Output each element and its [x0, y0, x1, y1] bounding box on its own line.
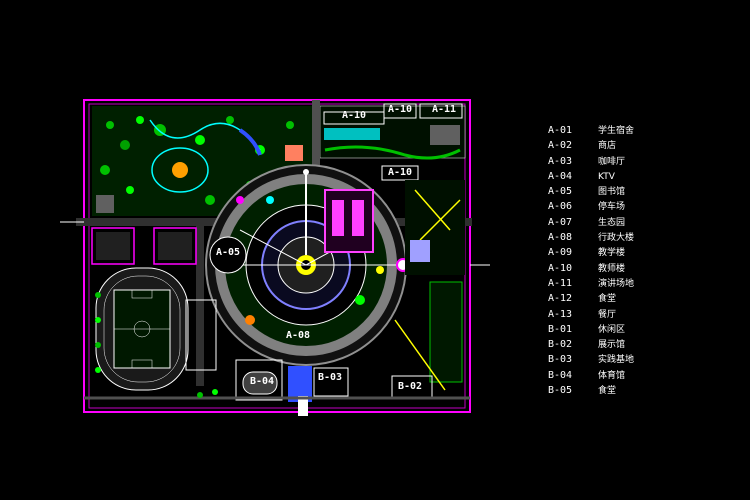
sports-field [95, 267, 189, 391]
legend-name: 实践基地 [598, 355, 635, 366]
legend-row: B-04 体育馆 [540, 369, 740, 384]
legend-code: A-04 [548, 170, 573, 182]
label-b02: B-02 [398, 381, 423, 392]
legend-row: A-08 行政大楼 [540, 231, 740, 246]
legend-name: 教师楼 [598, 263, 626, 274]
legend-row: A-11 演讲场地 [540, 277, 740, 292]
legend-name: 展示馆 [598, 340, 626, 351]
legend: A-01 学生宿舍 A-02 商店 A-03 咖啡厅 A-04 KTV A-05 图书馆 A-06 停… [540, 124, 740, 399]
legend-row: A-12 食堂 [540, 292, 740, 307]
sports-courts [91, 227, 217, 371]
legend-name: 商店 [598, 141, 617, 152]
legend-code: A-02 [548, 140, 573, 152]
legend-row: A-05 图书馆 [540, 185, 740, 200]
legend-name: KTV [598, 171, 615, 182]
legend-row: A-10 教师楼 [540, 262, 740, 277]
legend-row: A-01 学生宿舍 [540, 124, 740, 139]
library-building [209, 236, 247, 274]
legend-row: A-07 生态园 [540, 216, 740, 231]
legend-row: B-05 食堂 [540, 384, 740, 399]
label-a05: A-05 [216, 247, 241, 258]
legend-code: B-01 [548, 323, 573, 335]
legend-row: A-13 餐厅 [540, 308, 740, 323]
legend-name: 教学楼 [598, 248, 626, 259]
legend-name: 休闲区 [598, 324, 626, 335]
legend-name: 行政大楼 [598, 233, 635, 244]
legend-row: B-03 实践基地 [540, 353, 740, 368]
legend-code: B-02 [548, 339, 573, 351]
legend-name: 生态园 [598, 217, 626, 228]
legend-code: B-05 [548, 385, 573, 397]
admin-building [324, 189, 374, 253]
label-b04: B-04 [250, 376, 275, 387]
legend-code: A-05 [548, 186, 573, 198]
label-a11: A-11 [432, 104, 457, 115]
legend-code: A-01 [548, 125, 573, 136]
east-zone [394, 180, 465, 391]
legend-name: 体育馆 [598, 370, 626, 381]
legend-row: A-03 咖啡厅 [540, 155, 740, 170]
legend-row: B-01 休闲区 [540, 323, 740, 338]
legend-code: A-10 [548, 262, 573, 274]
legend-row: B-02 展示馆 [540, 338, 740, 353]
legend-code: A-03 [548, 155, 573, 167]
legend-code: A-12 [548, 293, 573, 305]
label-a10-mid: A-10 [388, 167, 413, 178]
legend-name: 食堂 [598, 294, 617, 305]
legend-row: A-02 商店 [540, 139, 740, 154]
legend-code: A-08 [548, 232, 573, 244]
legend-name: 食堂 [598, 386, 617, 397]
legend-row: A-06 停车场 [540, 200, 740, 215]
legend-code: B-03 [548, 354, 573, 366]
legend-name: 图书馆 [598, 187, 626, 198]
legend-code: B-04 [548, 369, 573, 381]
south-buildings [84, 359, 470, 416]
site-boundary [83, 99, 471, 413]
legend-code: A-09 [548, 247, 573, 259]
legend-code: A-06 [548, 201, 573, 213]
legend-row: A-04 KTV [540, 170, 740, 185]
west-planting [95, 292, 218, 398]
legend-code: A-13 [548, 308, 573, 320]
legend-code: A-11 [548, 277, 573, 289]
legend-row: A-09 教学楼 [540, 246, 740, 261]
legend-name: 演讲场地 [598, 278, 635, 289]
label-a08: A-08 [286, 330, 311, 341]
label-a10-top-a: A-10 [342, 110, 367, 121]
legend-name: 餐厅 [598, 309, 617, 320]
legend-code: A-07 [548, 216, 573, 228]
legend-name: 咖啡厅 [598, 156, 626, 167]
legend-name: 学生宿舍 [598, 126, 635, 136]
north-buildings [319, 103, 466, 181]
legend-name: 停车场 [598, 202, 626, 213]
label-b03: B-03 [318, 372, 343, 383]
label-a10-top-b: A-10 [388, 104, 413, 115]
